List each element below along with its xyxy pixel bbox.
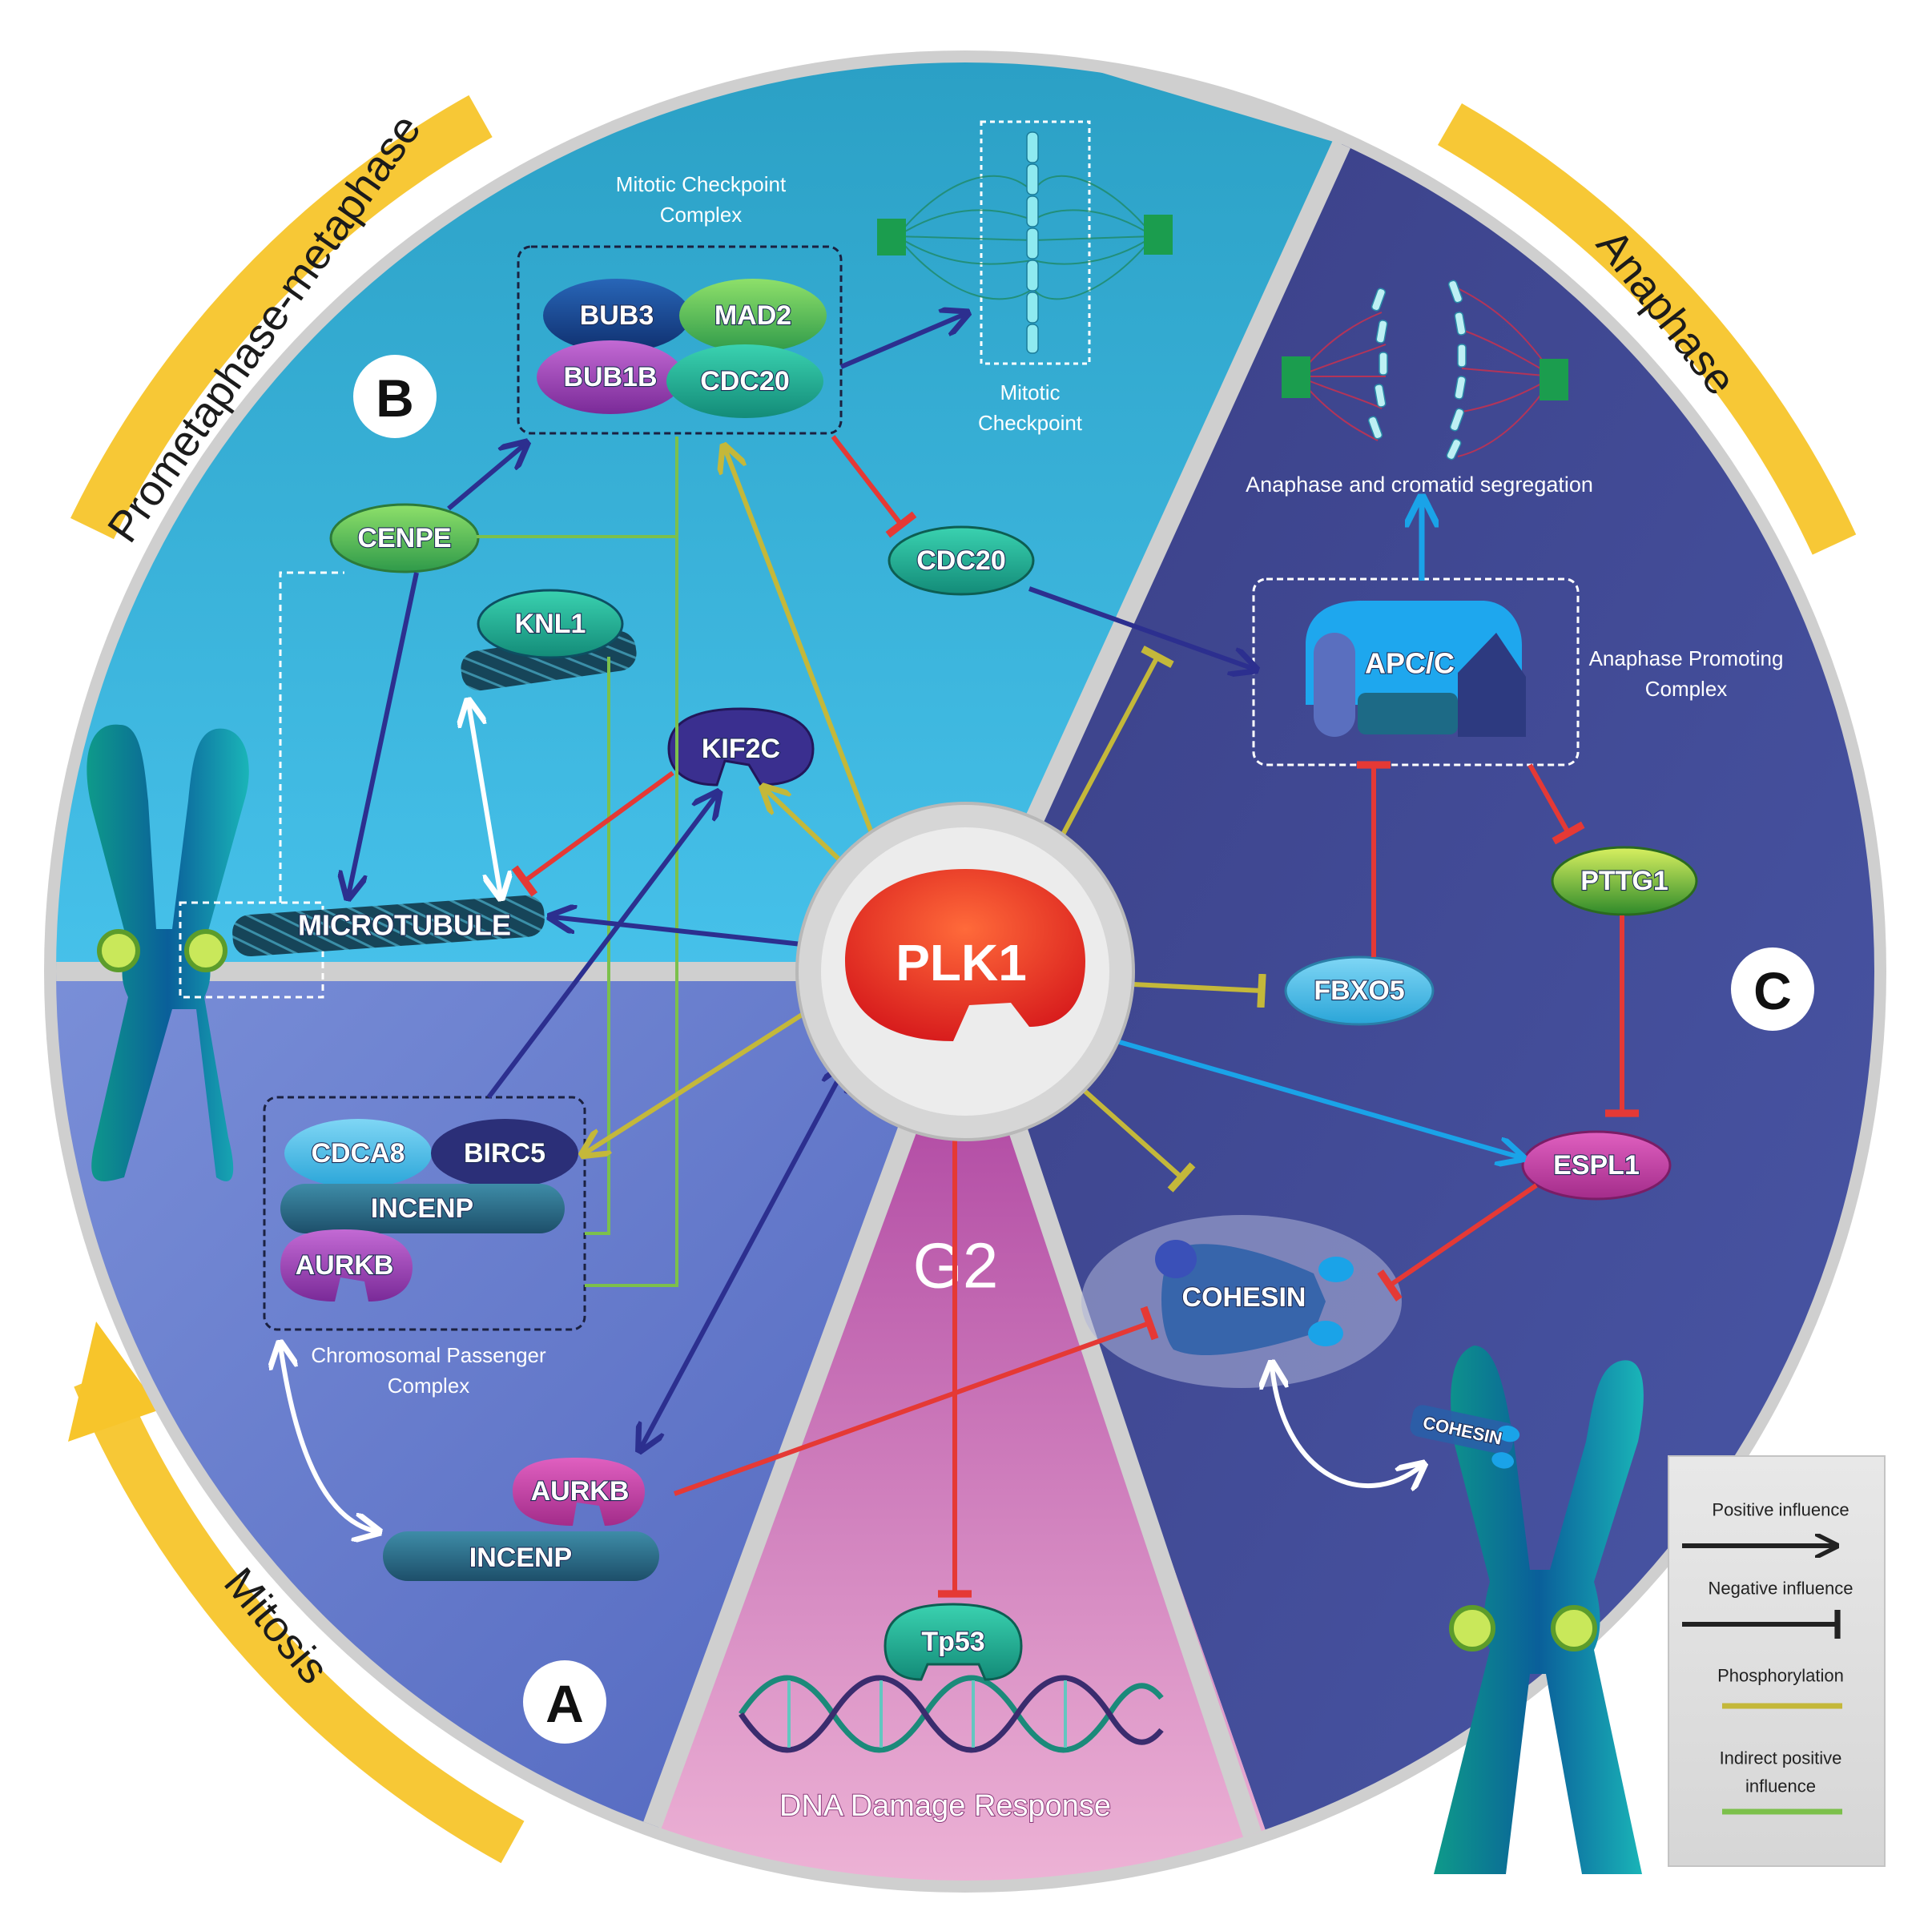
anaphase-illustration: Anaphase and cromatid segregation	[1246, 280, 1593, 497]
kif2c-label: KIF2C	[702, 734, 780, 764]
cdca8-label: CDCA8	[311, 1138, 405, 1169]
anaphase-segregation-caption: Anaphase and cromatid segregation	[1246, 473, 1593, 497]
legend-positive-label: Positive influence	[1712, 1500, 1849, 1520]
apc-complex: APC/C Anaphase Promoting Complex	[1252, 577, 1784, 766]
mcc-title-line1: Mitotic Checkpoint	[616, 172, 787, 196]
cpc-aurkb-label: AURKB	[296, 1250, 394, 1281]
birc5-label: BIRC5	[464, 1138, 545, 1169]
section-letter-c: C	[1731, 947, 1814, 1031]
anaphase-bar	[1437, 103, 1857, 555]
mitotic-spindle-illustration: Mitotic Checkpoint	[877, 120, 1173, 435]
dna-damage-caption: DNA Damage Response	[779, 1789, 1111, 1823]
legend-phosphorylation-label: Phosphorylation	[1717, 1666, 1844, 1686]
cpc-incenp-label: INCENP	[371, 1193, 473, 1224]
microtubule: MICROTUBULE	[232, 895, 545, 957]
plk1-center: PLK1	[795, 802, 1135, 1141]
fbxo5-node: FBXO5	[1284, 955, 1435, 1026]
cohesin-label: COHESIN	[1182, 1282, 1306, 1313]
dna-helix	[739, 1675, 1164, 1753]
chromosome-left	[87, 571, 344, 1181]
svg-text:B: B	[376, 368, 414, 428]
mcc-cdc20-label: CDC20	[700, 366, 789, 396]
cenpe-node: CENPE	[329, 503, 480, 573]
cenpe-label: CENPE	[357, 523, 451, 553]
mitosis-bar	[74, 1368, 525, 1864]
espl1-node: ESPL1	[1521, 1130, 1672, 1201]
aurkb-incenp-node: INCENP AURKB	[383, 1458, 659, 1581]
cdc20-label: CDC20	[916, 545, 1005, 576]
mad2-label: MAD2	[714, 300, 791, 331]
mitotic-checkpoint-caption-l2: Checkpoint	[978, 411, 1083, 435]
tp53-label: Tp53	[921, 1627, 984, 1657]
knl1-label: KNL1	[515, 609, 586, 639]
microtubule-label: MICROTUBULE	[298, 909, 511, 942]
legend-negative-label: Negative influence	[1708, 1579, 1853, 1599]
tp53-node: Tp53	[883, 1603, 1023, 1681]
section-letter-a: A	[523, 1660, 606, 1744]
mcc-title-line2: Complex	[660, 203, 743, 227]
aurkb-label: AURKB	[531, 1476, 630, 1507]
section-letter-b: B	[353, 355, 437, 438]
mitosis-arrow-head	[68, 1322, 160, 1442]
legend-indirect-label-l2: influence	[1745, 1776, 1816, 1796]
incenp-label: INCENP	[469, 1543, 572, 1573]
pttg1-node: PTTG1	[1551, 846, 1698, 916]
legend-indirect-label-l1: Indirect positive	[1720, 1748, 1842, 1768]
svg-text:A: A	[545, 1674, 584, 1733]
apc-title-line1: Anaphase Promoting	[1589, 646, 1784, 670]
legend: Positive influence Negative influence Ph…	[1668, 1455, 1886, 1867]
plk1-label: PLK1	[896, 934, 1027, 992]
cpc-complex: CDCA8 BIRC5 INCENP AURKB Chromosomal Pas…	[263, 1096, 586, 1398]
kif2c-node: KIF2C	[667, 707, 815, 787]
apc-title-line2: Complex	[1645, 677, 1728, 701]
cohesin-node: COHESIN	[1081, 1215, 1402, 1388]
prometaphase-bar	[70, 95, 493, 540]
mcc-complex: Mitotic Checkpoint Complex BUB3 MAD2 BUB…	[517, 172, 843, 435]
cpc-title-line2: Complex	[388, 1374, 470, 1398]
apc-label: APC/C	[1365, 647, 1455, 680]
svg-text:C: C	[1753, 961, 1792, 1020]
interaction-edges	[280, 314, 1639, 1598]
espl1-label: ESPL1	[1553, 1150, 1640, 1181]
fbxo5-label: FBXO5	[1314, 976, 1404, 1006]
knl1-node: KNL1	[461, 589, 637, 691]
cpc-title-line1: Chromosomal Passenger	[311, 1343, 546, 1367]
chromosome-right: COHESIN	[1410, 1346, 1644, 1874]
cdc20-node: CDC20	[888, 525, 1035, 596]
pttg1-label: PTTG1	[1580, 866, 1668, 896]
bub3-label: BUB3	[580, 300, 654, 331]
bub1b-label: BUB1B	[563, 362, 657, 392]
mitotic-checkpoint-caption-l1: Mitotic	[1000, 380, 1060, 404]
